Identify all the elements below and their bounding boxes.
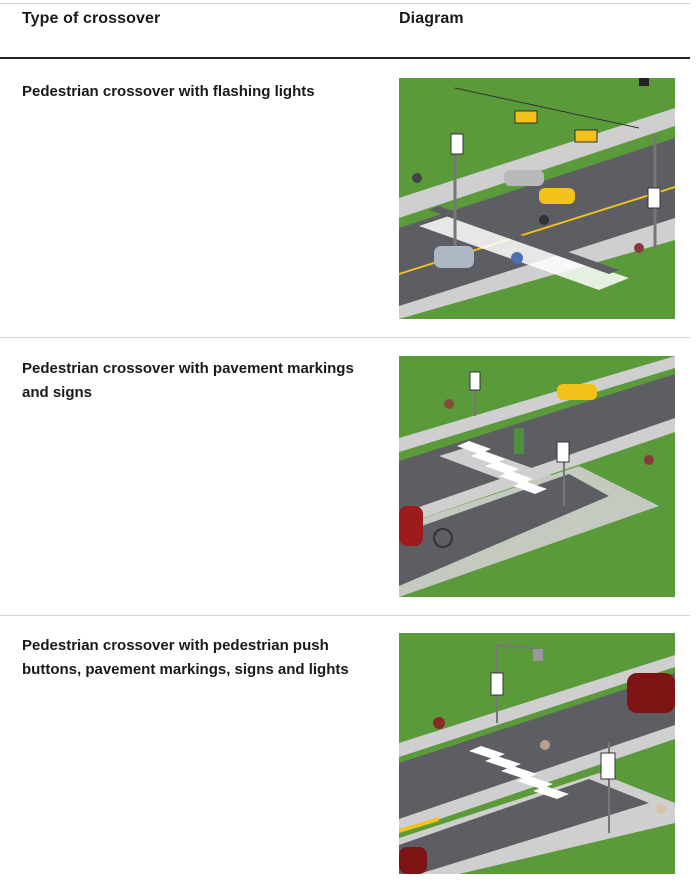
row-1-divider — [0, 337, 690, 338]
row-2-diagram — [399, 356, 675, 597]
row-1-diagram — [399, 78, 675, 319]
row-2-type: Pedestrian crossover with pavement marki… — [22, 360, 354, 401]
header-type-of-crossover: Type of crossover — [22, 10, 161, 27]
push-buttons-crossover-image — [399, 633, 675, 874]
row-3-type: Pedestrian crossover with pedestrian pus… — [22, 637, 349, 678]
row-3-diagram — [399, 633, 675, 874]
flashing-lights-crossover-image — [399, 78, 675, 319]
table-top-border — [0, 3, 690, 4]
row-1-type: Pedestrian crossover with flashing light… — [22, 83, 315, 100]
header-divider — [0, 57, 690, 59]
header-diagram: Diagram — [399, 10, 464, 27]
markings-and-signs-crossover-image — [399, 356, 675, 597]
row-2-divider — [0, 615, 690, 616]
